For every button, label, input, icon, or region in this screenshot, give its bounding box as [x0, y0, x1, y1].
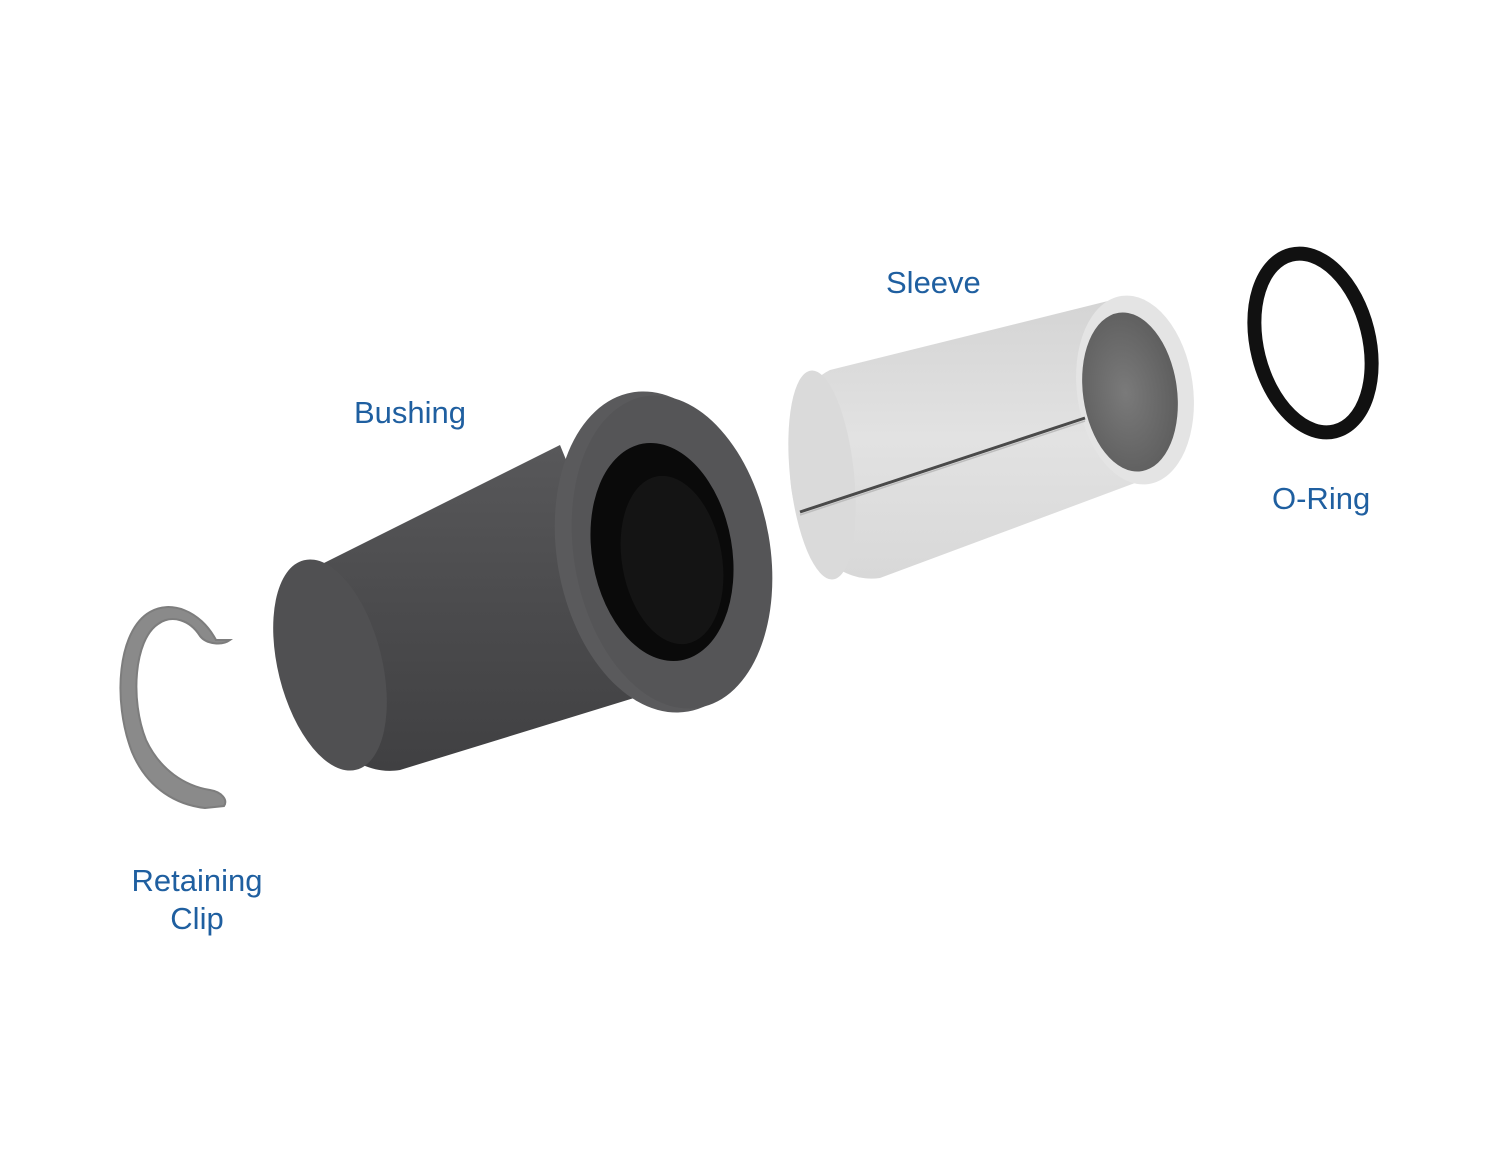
sleeve-part: [788, 295, 1194, 580]
sleeve-label: Sleeve: [886, 265, 981, 300]
retaining-clip-part: [119, 606, 234, 810]
o-ring-part: [1247, 246, 1379, 440]
bushing-label: Bushing: [354, 395, 467, 430]
bushing-part: [273, 391, 773, 771]
retaining-clip-label-line1: Retaining: [131, 863, 263, 898]
retaining-clip-label-line2: Clip: [170, 901, 224, 936]
retaining-clip-label: Retaining Clip: [126, 862, 268, 938]
o-ring-label: O-Ring: [1272, 481, 1371, 516]
